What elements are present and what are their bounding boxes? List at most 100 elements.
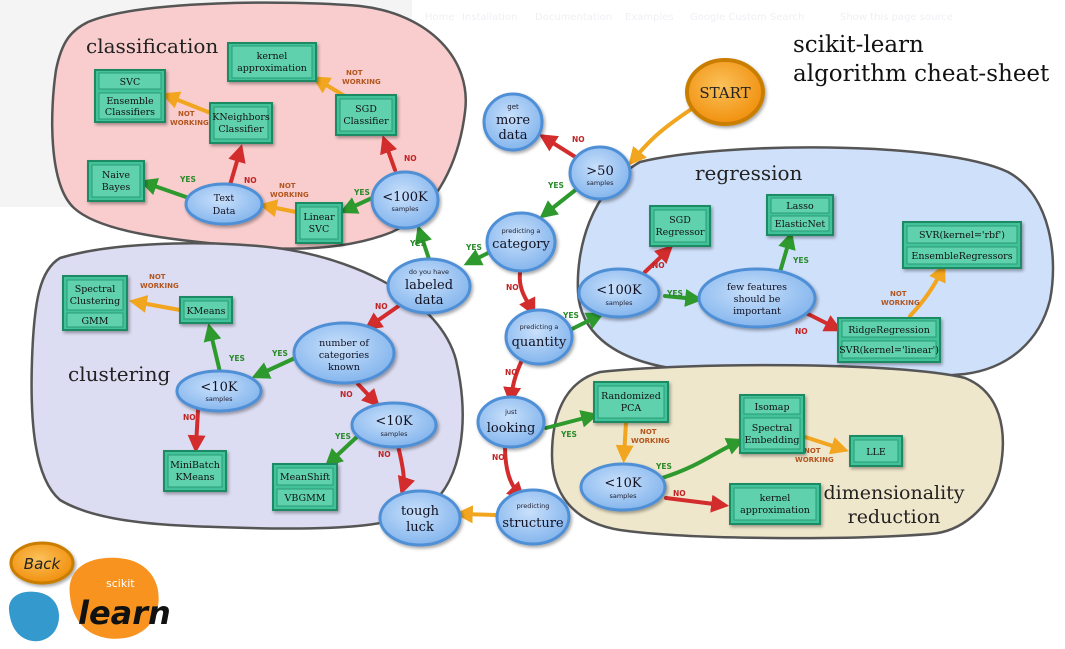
node-tough-luck[interactable]: tough luck <box>378 489 462 547</box>
est-ensemble-reg: EnsembleRegressors <box>911 251 1012 262</box>
estimator-spectral-gmm[interactable]: Spectral Clustering GMM <box>62 275 128 331</box>
label-no-clf100k: NO <box>404 154 417 163</box>
node-few-features[interactable]: few features should be important <box>697 267 817 329</box>
node-clf-100k-samples[interactable]: <100K samples <box>370 170 440 230</box>
edge-quantity-to-reg100k <box>568 312 605 332</box>
label-nw-km-1: NOT <box>149 273 166 281</box>
node-category-big: category <box>492 237 550 252</box>
label-no-dim10k: NO <box>673 489 686 498</box>
nav-installation[interactable]: Installation <box>462 12 518 23</box>
node-reg100k-small: samples <box>605 299 633 307</box>
label-no-numcat: NO <box>340 390 353 399</box>
node-gt50-samples[interactable]: >50 samples <box>568 145 632 201</box>
edge-labeled-to-numcat <box>364 303 402 331</box>
est-svr-rbf: SVR(kernel='rbf') <box>919 230 1005 241</box>
node-labeled-line1: labeled <box>405 278 453 293</box>
label-yes-category: YES <box>465 243 482 252</box>
estimator-kmeans[interactable]: KMeans <box>179 296 233 324</box>
label-no-category: NO <box>506 283 519 292</box>
main-title-line1: scikit-learn <box>793 32 924 58</box>
est-spectral-line2: Clustering <box>70 296 121 307</box>
node-text-data[interactable]: Text Data <box>184 182 264 226</box>
label-nw-sgd-2: WORKING <box>342 78 381 86</box>
estimator-randomized-pca[interactable]: Randomized PCA <box>593 381 669 423</box>
start-node[interactable]: START <box>685 58 765 126</box>
node-get-more-data-line1: more <box>496 113 530 128</box>
estimator-ridge-svr-linear[interactable]: RidgeRegression SVR(kernel='linear') <box>837 317 941 363</box>
node-predicting-category[interactable]: predicting a category <box>485 211 557 273</box>
node-dim-10k-samples[interactable]: <10K samples <box>579 462 667 512</box>
nav-page-source[interactable]: Show this page source <box>840 12 953 23</box>
node-reg-100k-samples[interactable]: <100K samples <box>577 267 661 319</box>
est-elasticnet: ElasticNet <box>775 219 826 230</box>
estimator-sgd-regressor[interactable]: SGD Regressor <box>649 205 711 247</box>
edge-quantity-to-looking <box>503 358 524 406</box>
estimator-lasso-elasticnet[interactable]: Lasso ElasticNet <box>766 194 834 236</box>
estimator-minibatch-kmeans[interactable]: MiniBatch KMeans <box>163 450 227 492</box>
estimator-linear-svc[interactable]: Linear SVC <box>295 202 343 244</box>
back-button-label: Back <box>24 555 62 573</box>
label-no-quantity: NO <box>505 368 518 377</box>
dimensionality-title-line2: reduction <box>848 506 941 528</box>
edge-dim10k-to-kernel <box>664 494 730 513</box>
nav-documentation[interactable]: Documentation <box>535 12 613 23</box>
node-predicting-quantity[interactable]: predicting a quantity <box>504 308 574 366</box>
label-no-text: NO <box>244 176 257 185</box>
node-get-more-data-small: get <box>507 103 519 111</box>
nav-search[interactable]: Google Custom Search <box>690 12 805 23</box>
node-clu-10k-a[interactable]: <10K samples <box>175 369 263 413</box>
scikit-learn-logo: scikit learn <box>8 557 171 642</box>
logo-small-text: scikit <box>106 577 135 590</box>
node-num-categories[interactable]: number of categories known <box>292 321 396 385</box>
node-labeled-line2: data <box>414 293 443 308</box>
est-lle: LLE <box>866 447 886 458</box>
clustering-title: clustering <box>68 362 170 386</box>
edge-clu10ka-to-minibatch <box>187 408 206 454</box>
estimator-kneighbors-classifier[interactable]: KNeighbors Classifier <box>209 102 273 144</box>
est-svr-linear: SVR(kernel='linear') <box>839 345 939 356</box>
estimator-kernel-approximation-dim[interactable]: kernel approximation <box>729 483 821 525</box>
node-just-looking[interactable]: just looking <box>476 395 546 449</box>
estimator-naive-bayes[interactable]: Naive Bayes <box>87 160 145 202</box>
faded-top-bar: Home Installation Documentation Examples… <box>0 0 1065 30</box>
label-yes-quantity: YES <box>562 311 579 320</box>
label-yes-numcat: YES <box>271 349 288 358</box>
node-get-more-data[interactable]: get more data <box>482 92 544 152</box>
node-predicting-structure[interactable]: predicting structure <box>495 488 571 546</box>
node-text-data-line1: Text <box>214 193 235 204</box>
nav-home[interactable]: Home <box>425 12 455 23</box>
logo-orange-blob <box>69 557 159 639</box>
label-no-gt50: NO <box>572 135 585 144</box>
node-tough-luck-line1: tough <box>401 504 440 519</box>
node-tough-luck-line2: luck <box>406 520 434 535</box>
back-button[interactable]: Back <box>9 541 75 585</box>
est-spectral-line1: Spectral <box>75 284 116 295</box>
estimator-kernel-approximation-clf[interactable]: kernel approximation <box>227 42 317 82</box>
node-labeled-data[interactable]: do you have labeled data <box>386 257 472 315</box>
estimator-isomap-spectral-embedding[interactable]: Isomap Spectral Embedding <box>739 394 805 454</box>
est-linsvc-line1: Linear <box>303 212 335 223</box>
label-no-clu10ka: NO <box>183 413 196 422</box>
edge-clu10kb-to-toughluck <box>396 444 415 495</box>
label-yes-dim10k: YES <box>655 462 672 471</box>
nav-examples[interactable]: Examples <box>625 12 674 23</box>
node-clu-10k-b[interactable]: <10K samples <box>350 401 438 449</box>
edge-ridge-to-svrrbf <box>908 263 946 318</box>
edge-kmeans-to-spectral <box>128 295 182 313</box>
estimator-lle[interactable]: LLE <box>849 435 903 467</box>
estimator-meanshift-vbgmm[interactable]: MeanShift VBGMM <box>272 463 338 511</box>
estimator-sgd-classifier[interactable]: SGD Classifier <box>335 94 397 136</box>
est-rpca-line2: PCA <box>621 403 642 414</box>
label-no-few: NO <box>795 327 808 336</box>
main-title-line2: algorithm cheat-sheet <box>793 61 1050 87</box>
est-ensemble-line1: Ensemble <box>106 96 154 107</box>
est-linsvc-line2: SVC <box>309 224 330 235</box>
est-vbgmm: VBGMM <box>283 493 325 504</box>
node-gt50-small: samples <box>586 179 614 187</box>
estimator-svc-ensemble[interactable]: SVC Ensemble Classifiers <box>94 69 166 123</box>
node-looking-small: just <box>504 408 517 416</box>
est-minibatch-line1: MiniBatch <box>170 460 220 471</box>
estimator-svr-rbf-ensemble[interactable]: SVR(kernel='rbf') EnsembleRegressors <box>902 221 1022 269</box>
est-sgd-clf-line1: SGD <box>355 104 377 115</box>
